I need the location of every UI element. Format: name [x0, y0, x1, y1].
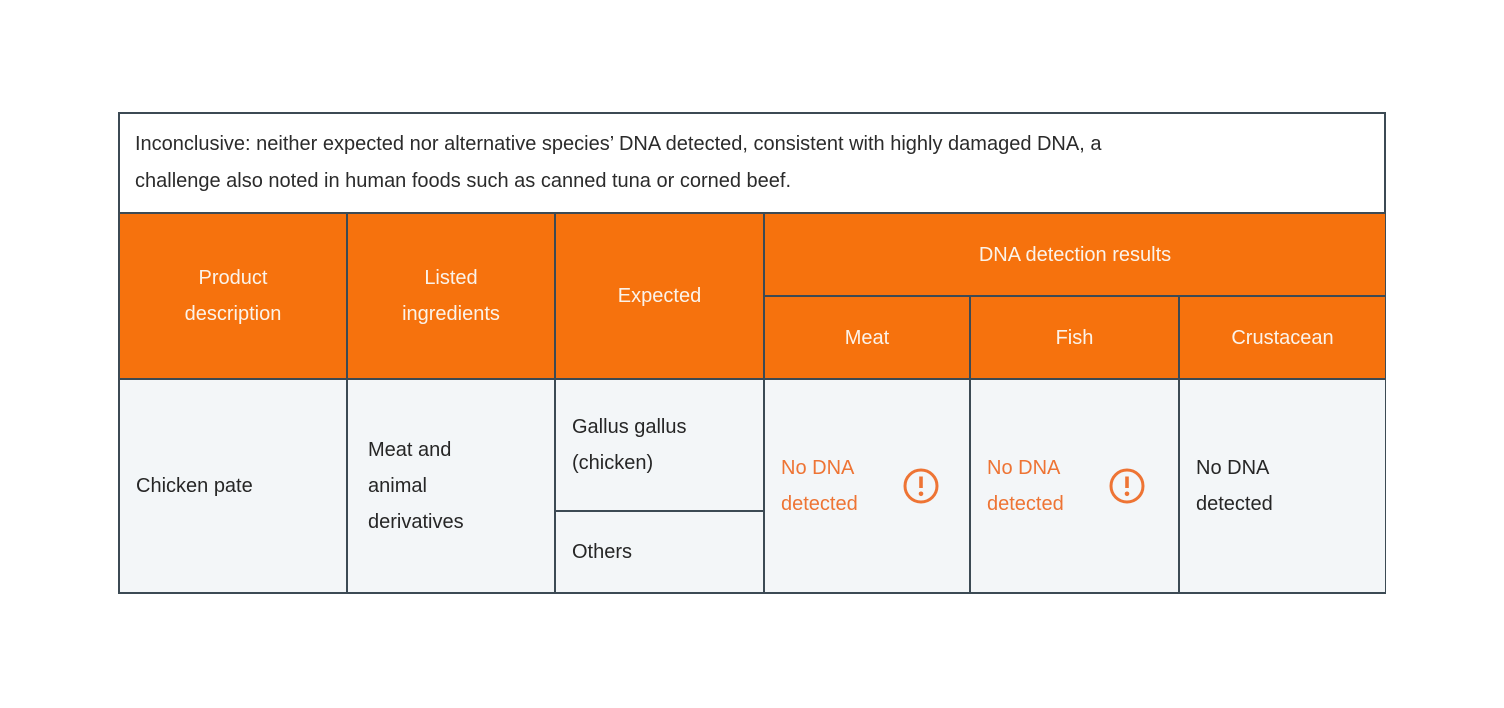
col-header-crustacean-label: Crustacean	[1231, 326, 1334, 349]
cell-crustacean-result: No DNA detected	[1180, 380, 1385, 592]
col-header-fish-label: Fish	[1055, 326, 1094, 349]
warning-icon	[903, 468, 939, 504]
col-header-group-dna-detection-results-label: DNA detection results	[978, 243, 1172, 266]
col-header-meat: Meat	[765, 297, 969, 378]
listed-ingredients-value: Meat and animal derivatives	[368, 439, 464, 533]
col-header-fish: Fish	[971, 297, 1178, 378]
col-header-expected: Expected	[556, 214, 763, 378]
cell-expected-others: Others	[556, 512, 763, 592]
fish-result-value: No DNA detected	[987, 457, 1064, 515]
col-header-product-description: Product description	[120, 214, 346, 378]
col-header-product-description-label: Product description	[184, 267, 282, 325]
cell-expected-species: Gallus gallus (chicken)	[556, 380, 763, 510]
cell-meat-result: No DNA detected	[765, 380, 969, 592]
crustacean-result-value: No DNA detected	[1196, 457, 1273, 515]
cell-product-description: Chicken pate	[120, 380, 346, 592]
col-header-listed-ingredients-label: Listed ingredients	[402, 267, 500, 325]
product-description-value: Chicken pate	[136, 475, 253, 497]
cell-listed-ingredients: Meat and animal derivatives	[348, 380, 554, 592]
warning-icon	[1109, 468, 1145, 504]
cell-fish-result: No DNA detected	[971, 380, 1178, 592]
col-header-group-dna-detection-results: DNA detection results	[765, 214, 1385, 295]
expected-others-value: Others	[572, 541, 633, 563]
inconclusive-note: Inconclusive: neither expected nor alter…	[118, 112, 1386, 214]
col-header-expected-label: Expected	[617, 285, 702, 307]
dna-results-figure: Inconclusive: neither expected nor alter…	[118, 112, 1386, 594]
dna-results-table: Product description Listed ingredients E…	[118, 214, 1386, 594]
col-header-listed-ingredients: Listed ingredients	[348, 214, 554, 378]
expected-species-value: Gallus gallus (chicken)	[572, 416, 687, 474]
col-header-crustacean: Crustacean	[1180, 297, 1385, 378]
meat-result-value: No DNA detected	[781, 457, 858, 515]
col-header-meat-label: Meat	[844, 326, 890, 349]
